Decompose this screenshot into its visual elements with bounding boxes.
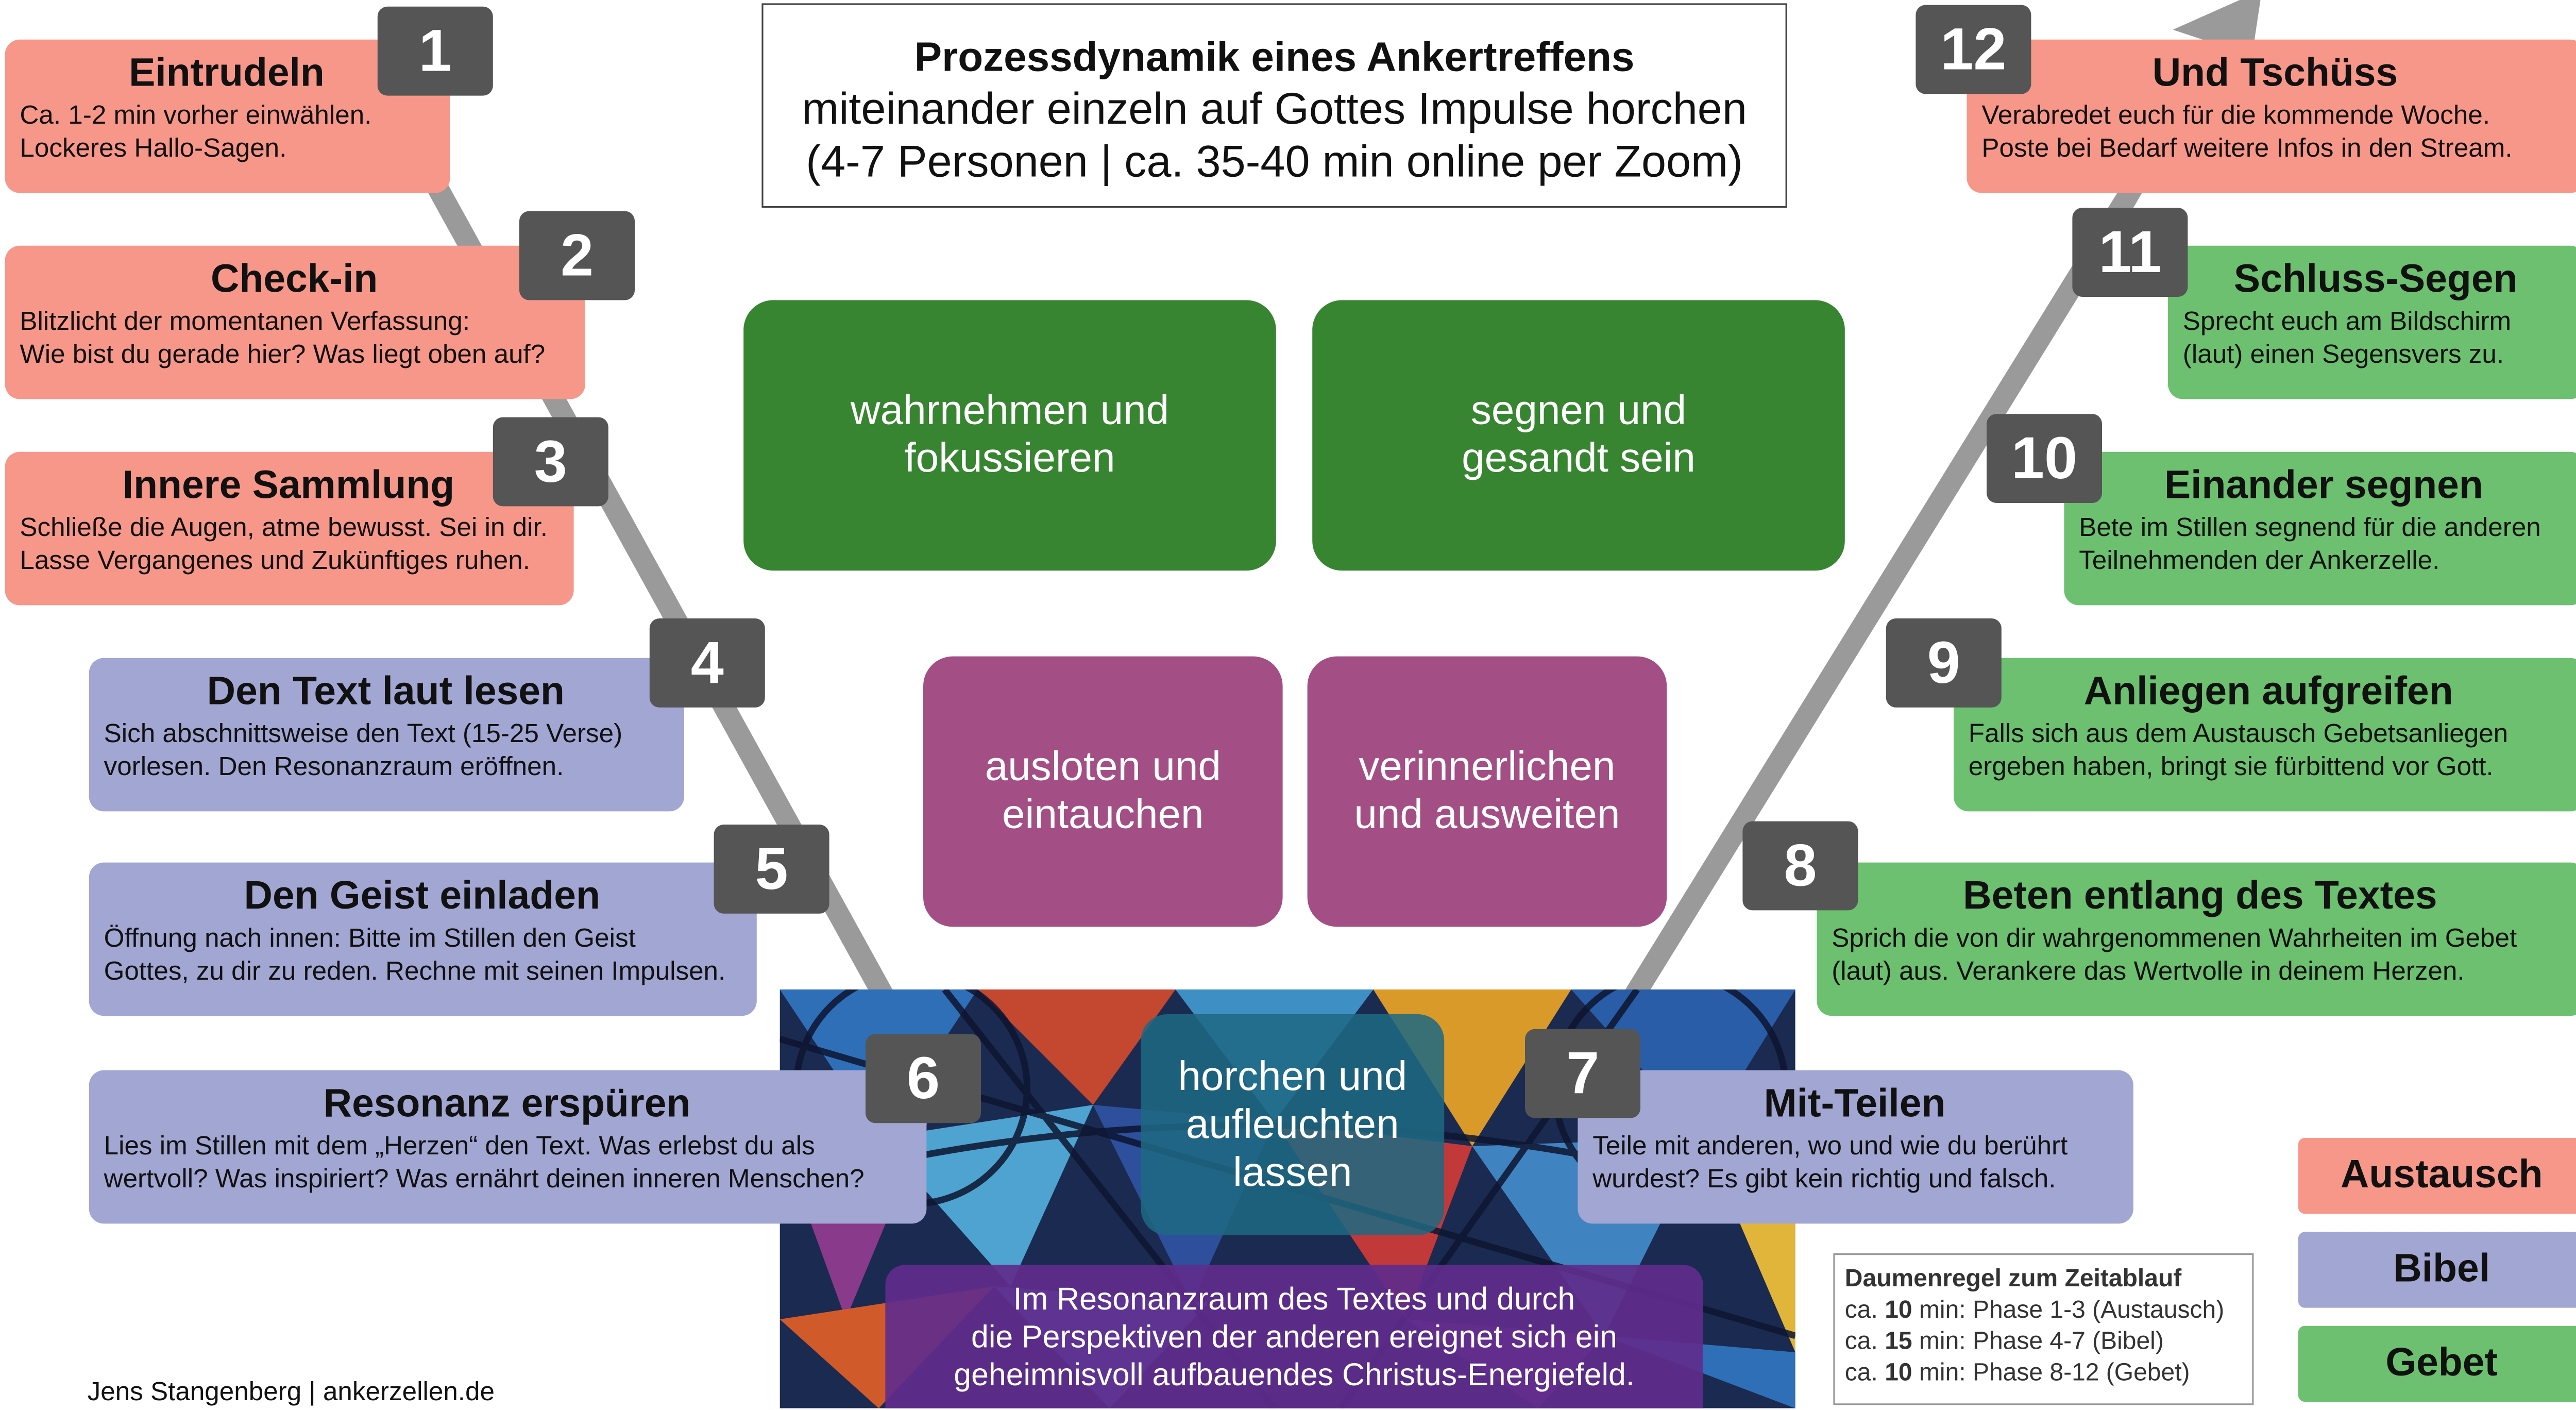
- step-number-badge: 3: [493, 417, 608, 507]
- legend-austausch: Austausch: [2298, 1138, 2576, 1214]
- step-9: Anliegen aufgreifen Falls sich aus dem A…: [1954, 658, 2576, 812]
- step-number-badge: 1: [377, 6, 493, 96]
- phase-label: verinnerlichen und ausweiten: [1354, 744, 1620, 838]
- step-number-badge: 2: [519, 211, 635, 300]
- time-rule-box: Daumenregel zum Zeitablauf ca. 10 min: P…: [1833, 1253, 2254, 1405]
- step-title: Mit-Teilen: [1764, 1082, 1946, 1127]
- footer-credit: Jens Stangenberg | ankerzellen.de: [87, 1379, 495, 1407]
- step-title: Resonanz erspüren: [323, 1082, 691, 1127]
- step-title: Eintrudeln: [129, 51, 325, 96]
- step-number-badge: 4: [649, 618, 765, 708]
- step-number-badge: 10: [1987, 414, 2102, 503]
- step-desc: Ca. 1-2 min vorher einwählen. Lockeres H…: [20, 102, 372, 163]
- step-desc: Bete im Stillen segnend für die anderen …: [2079, 514, 2541, 576]
- step-desc: Teile mit anderen, wo und wie du berührt…: [1592, 1133, 2068, 1194]
- title-line-1: Prozessdynamik eines Ankertreffens: [914, 35, 1635, 81]
- legend-bibel: Bibel: [2298, 1232, 2576, 1308]
- step-title: Check-in: [211, 257, 378, 302]
- phase-label: ausloten und eintauchen: [985, 744, 1221, 838]
- phase-wahrnehmen: wahrnehmen und fokussieren: [743, 300, 1276, 571]
- step-desc: Sprecht euch am Bildschirm (laut) einen …: [2182, 308, 2512, 370]
- step-number-badge: 6: [866, 1034, 981, 1123]
- phase-label: wahrnehmen und fokussieren: [850, 388, 1170, 482]
- step-desc: Öffnung nach innen: Bitte im Stillen den…: [104, 925, 726, 986]
- step-title: Und Tschüss: [2152, 51, 2398, 96]
- step-3: Innere Sammlung Schließe die Augen, atme…: [5, 451, 574, 606]
- step-desc: Falls sich aus dem Austausch Gebetsanlie…: [1968, 720, 2509, 782]
- step-7: Mit-Teilen Teile mit anderen, wo und wie…: [1578, 1070, 2133, 1224]
- step-11: Schluss-Segen Sprecht euch am Bildschirm…: [2168, 245, 2576, 399]
- step-title: Anliegen aufgreifen: [2083, 669, 2453, 714]
- step-title: Den Geist einladen: [244, 874, 600, 919]
- caption-text: Im Resonanzraum des Textes und durch die…: [954, 1283, 1635, 1394]
- time-rule-row: ca. 10 min: Phase 1-3 (Austausch): [1844, 1296, 2225, 1324]
- step-desc: Schließe die Augen, atme bewusst. Sei in…: [20, 514, 548, 576]
- title-line-2: miteinander einzeln auf Gottes Impulse h…: [802, 84, 1747, 134]
- step-2: Check-in Blitzlicht der momentanen Verfa…: [5, 245, 586, 399]
- step-4: Den Text laut lesen Sich abschnittsweise…: [89, 658, 684, 812]
- time-rule-row: ca. 15 min: Phase 4-7 (Bibel): [1844, 1328, 2164, 1356]
- center-phase-box: horchen und aufleuchten lassen: [1141, 1014, 1445, 1235]
- time-rule-heading: Daumenregel zum Zeitablauf: [1844, 1265, 2182, 1293]
- step-title: Einander segnen: [2164, 463, 2483, 508]
- step-desc: Sich abschnittsweise den Text (15-25 Ver…: [104, 720, 623, 782]
- step-title: Schluss-Segen: [2233, 257, 2518, 302]
- legend-gebet: Gebet: [2298, 1325, 2576, 1402]
- step-desc: Verabredet euch für die kommende Woche. …: [1981, 102, 2513, 163]
- step-desc: Sprich die von dir wahrgenommenen Wahrhe…: [1832, 925, 2517, 986]
- title-line-3: (4-7 Personen | ca. 35-40 min online per…: [806, 137, 1743, 187]
- phase-verinnerlichen: verinnerlichen und ausweiten: [1307, 656, 1667, 927]
- step-8: Beten entlang des Textes Sprich die von …: [1817, 862, 2576, 1016]
- step-title: Innere Sammlung: [122, 463, 455, 508]
- phase-label: segnen und gesandt sein: [1462, 388, 1696, 482]
- title-box: Prozessdynamik eines Ankertreffens mitei…: [761, 3, 1787, 208]
- step-number-badge: 5: [714, 825, 829, 914]
- step-title: Beten entlang des Textes: [1963, 874, 2437, 919]
- phase-segnen: segnen und gesandt sein: [1312, 300, 1845, 571]
- step-number-badge: 7: [1525, 1029, 1640, 1118]
- step-title: Den Text laut lesen: [207, 669, 565, 714]
- step-desc: Lies im Stillen mit dem „Herzen“ den Tex…: [104, 1133, 865, 1194]
- step-1: Eintrudeln Ca. 1-2 min vorher einwählen.…: [5, 39, 450, 193]
- center-phase-label: horchen und aufleuchten lassen: [1178, 1053, 1408, 1195]
- time-rule-row: ca. 10 min: Phase 8-12 (Gebet): [1844, 1358, 2190, 1387]
- step-number-badge: 11: [2072, 208, 2188, 297]
- step-10: Einander segnen Bete im Stillen segnend …: [2064, 451, 2576, 606]
- phase-ausloten: ausloten und eintauchen: [923, 656, 1283, 927]
- step-number-badge: 12: [1916, 5, 2031, 94]
- step-number-badge: 9: [1886, 618, 2002, 708]
- caption-box: Im Resonanzraum des Textes und durch die…: [885, 1265, 1703, 1408]
- step-12: Und Tschüss Verabredet euch für die komm…: [1967, 39, 2576, 193]
- step-6: Resonanz erspüren Lies im Stillen mit de…: [89, 1070, 927, 1224]
- step-number-badge: 8: [1742, 821, 1858, 911]
- step-desc: Blitzlicht der momentanen Verfassung: Wi…: [20, 308, 546, 370]
- step-5: Den Geist einladen Öffnung nach innen: B…: [89, 862, 757, 1016]
